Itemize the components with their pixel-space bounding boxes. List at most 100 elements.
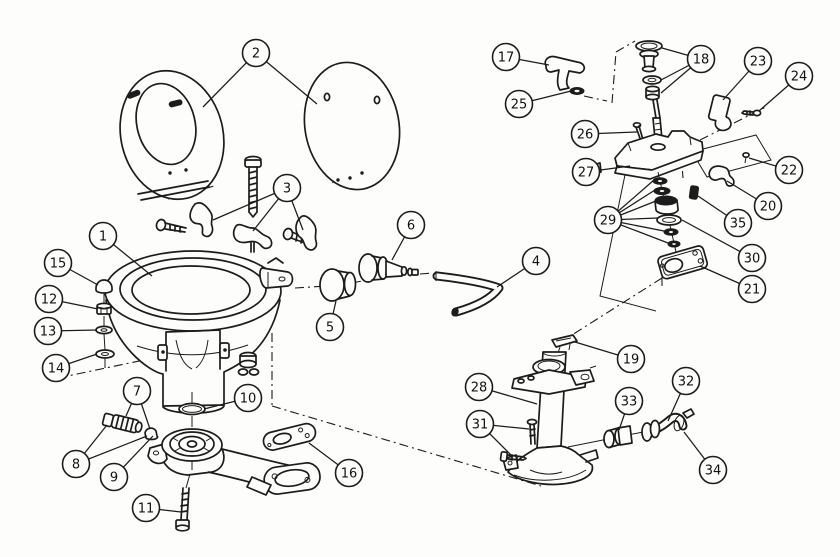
piston-rod-assembly — [632, 40, 664, 151]
callout-34: 34 — [698, 455, 728, 485]
callout-31-number: 31 — [472, 418, 489, 433]
callout-17: 17 — [491, 42, 521, 72]
pivot-pin — [742, 151, 750, 164]
callout-26-number: 26 — [577, 128, 594, 143]
callout-1-circle — [88, 221, 118, 251]
callout-30-number: 30 — [744, 252, 761, 267]
callout-25: 25 — [504, 89, 534, 119]
callout-15: 15 — [43, 248, 73, 278]
callout-2: 2 — [241, 38, 271, 68]
bracket-screw — [741, 109, 762, 117]
callout-19-number: 19 — [623, 353, 640, 368]
callout-11: 11 — [131, 493, 161, 523]
pump-top-housing — [589, 130, 704, 180]
callout-13-circle — [33, 316, 63, 346]
callout-14-circle — [41, 353, 71, 383]
callout-14-number: 14 — [48, 362, 65, 377]
base-bolt — [175, 487, 190, 532]
mount-bracket — [707, 94, 732, 132]
callout-26: 26 — [570, 119, 600, 149]
hose-clamp — [673, 408, 695, 432]
callout-25-circle — [504, 89, 534, 119]
callout-7: 7 — [122, 376, 152, 406]
callout-30: 30 — [737, 243, 767, 273]
toilet-lid — [303, 61, 401, 191]
callout-4-circle — [521, 246, 551, 276]
callout-28: 28 — [464, 372, 494, 402]
callout-24-circle — [784, 61, 814, 91]
callout-18-circle — [686, 44, 716, 74]
callout-10-number: 10 — [240, 392, 257, 407]
callout-9-number: 9 — [110, 471, 118, 486]
callout-32-circle — [671, 366, 701, 396]
callout-35-number: 35 — [730, 217, 747, 232]
callout-17-number: 17 — [498, 51, 515, 66]
callout-27-number: 27 — [578, 166, 595, 181]
discharge-elbow — [358, 253, 419, 283]
callout-9: 9 — [99, 462, 129, 492]
callout-21: 21 — [737, 274, 767, 304]
callout-32-number: 32 — [678, 375, 695, 390]
pump-handle — [544, 55, 586, 95]
discharge-flange — [319, 268, 357, 302]
discharge-hose — [432, 271, 504, 317]
callout-22-number: 22 — [781, 164, 798, 179]
callout-16-circle — [334, 458, 364, 488]
callout-29-circle — [593, 205, 623, 235]
callout-1: 1 — [88, 221, 118, 251]
callout-5-number: 5 — [326, 321, 334, 336]
outlet-valve — [603, 425, 633, 449]
callout-13-number: 13 — [40, 325, 57, 340]
spacer-block — [688, 185, 700, 200]
callout-31-circle — [465, 409, 495, 439]
callout-14: 14 — [41, 353, 71, 383]
toilet-seat — [119, 69, 225, 201]
callout-28-circle — [464, 372, 494, 402]
callout-7-circle — [122, 376, 152, 406]
callout-7-number: 7 — [133, 385, 141, 400]
callout-27: 27 — [571, 157, 601, 187]
callout-20-circle — [753, 191, 783, 221]
callout-21-number: 21 — [744, 283, 761, 298]
callout-11-number: 11 — [138, 502, 155, 517]
callout-15-circle — [43, 248, 73, 278]
callout-15-number: 15 — [50, 257, 67, 272]
callout-16-number: 16 — [341, 467, 358, 482]
callout-1-number: 1 — [99, 230, 107, 245]
callout-4-number: 4 — [532, 255, 540, 270]
callout-5-circle — [315, 312, 345, 342]
callout-8: 8 — [61, 449, 91, 479]
callout-23-circle — [743, 46, 773, 76]
callout-26-circle — [570, 119, 600, 149]
callout-12: 12 — [34, 284, 64, 314]
callout-9-circle — [99, 462, 129, 492]
callout-10-circle — [233, 383, 263, 413]
callout-10: 10 — [233, 383, 263, 413]
callout-30-circle — [737, 243, 767, 273]
callout-22-circle — [774, 155, 804, 185]
callout-31: 31 — [465, 409, 495, 439]
callout-8-number: 8 — [72, 458, 80, 473]
callout-28-number: 28 — [471, 381, 488, 396]
callout-3-number: 3 — [283, 182, 291, 197]
base-gasket — [262, 422, 317, 451]
callout-3-circle — [272, 173, 302, 203]
callout-17-circle — [491, 42, 521, 72]
callout-27-circle — [571, 157, 601, 187]
callout-13: 13 — [33, 316, 63, 346]
callout-19-circle — [616, 344, 646, 374]
toilet-bowl — [104, 250, 294, 415]
callout-18: 18 — [686, 44, 716, 74]
callout-19: 19 — [616, 344, 646, 374]
callout-34-number: 34 — [705, 464, 722, 479]
outlet-elbow — [641, 412, 688, 442]
callout-12-circle — [34, 284, 64, 314]
callout-33: 33 — [614, 386, 644, 416]
callout-33-circle — [614, 386, 644, 416]
callout-6-circle — [396, 210, 426, 240]
callout-11-circle — [131, 493, 161, 523]
callout-33-number: 33 — [621, 395, 638, 410]
